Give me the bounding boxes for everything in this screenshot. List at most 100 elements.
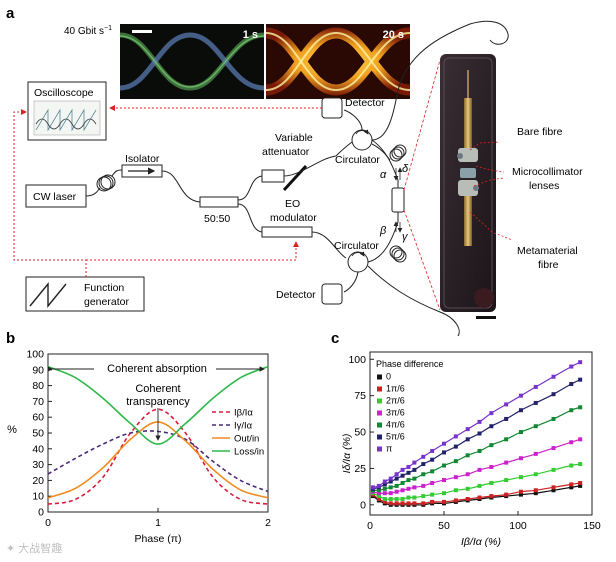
panel-c-data-point bbox=[578, 480, 583, 485]
panel-c-data-point bbox=[533, 400, 538, 405]
panel-c-data-point bbox=[477, 467, 482, 472]
panel-c-data-point bbox=[518, 475, 523, 480]
panel-c-y-axis-label: Iδ/Iα (%) bbox=[341, 434, 353, 474]
panel-c-data-point bbox=[453, 498, 458, 503]
panel-c-data-point bbox=[394, 489, 399, 494]
panel-c-legend-label: 2π/6 bbox=[386, 396, 405, 406]
panel-c-data-point bbox=[465, 453, 470, 458]
splitter-50-50: 50:50 bbox=[199, 196, 239, 225]
panel-c-data-point bbox=[442, 441, 446, 446]
panel-b-y-tick-label: 30 bbox=[32, 459, 44, 471]
panel-c-data-point bbox=[518, 408, 523, 413]
panel-c-data-point bbox=[370, 485, 375, 490]
panel-c-legend-swatch bbox=[377, 386, 382, 392]
panel-c-data-point bbox=[533, 491, 538, 496]
watermark: ✦ 大战智趣 bbox=[6, 541, 62, 555]
panel-c-data-point bbox=[388, 501, 393, 506]
panel-b-y-tick-label: 90 bbox=[32, 364, 44, 376]
panel-c-data-point bbox=[453, 434, 458, 439]
panel-c-y-tick-label: 25 bbox=[354, 463, 366, 475]
panel-c-data-point bbox=[412, 501, 417, 506]
panel-c-legend-label: 5π/6 bbox=[386, 432, 405, 442]
panel-c-data-point bbox=[533, 488, 538, 493]
panel-c-data-point bbox=[551, 374, 556, 379]
panel-c-data-point bbox=[400, 488, 405, 493]
panel-c-data-point bbox=[533, 384, 538, 389]
panel-c-data-point bbox=[430, 457, 435, 462]
panel-c-data-point bbox=[382, 499, 387, 504]
panel-c-data-point bbox=[504, 437, 509, 442]
panel-c-legend-label: 4π/6 bbox=[386, 420, 405, 430]
panel-c-y-tick-label: 100 bbox=[348, 354, 366, 366]
panel-c-data-point bbox=[406, 470, 411, 475]
panel-b-legend-label: Loss/in bbox=[234, 447, 264, 458]
panel-c-data-point bbox=[388, 485, 393, 490]
panel-c-data-point bbox=[442, 499, 446, 504]
panel-b-y-axis-label: % bbox=[7, 424, 17, 436]
panel-c-data-point bbox=[376, 494, 381, 499]
panel-c-data-point bbox=[406, 495, 411, 500]
panel-c-data-point bbox=[504, 460, 509, 465]
panel-c-data-point bbox=[382, 479, 387, 484]
panel-c-data-point bbox=[551, 467, 556, 472]
panel-b-legend-label: Out/in bbox=[234, 434, 259, 445]
panel-c-data-point bbox=[489, 480, 494, 485]
panel-b-legend-label: Iβ/Iα bbox=[234, 408, 253, 419]
panel-c-data-point bbox=[442, 491, 446, 496]
circulator-top: Circulator bbox=[335, 129, 380, 166]
panel-c-data-point bbox=[533, 424, 538, 429]
panel-c-data-point bbox=[477, 419, 482, 424]
panel-c-data-point bbox=[388, 491, 393, 496]
panel-c-data-point bbox=[400, 480, 405, 485]
panel-c-data-point bbox=[578, 377, 583, 382]
panel-c-data-point bbox=[430, 492, 435, 497]
panel-b-x-axis-label: Phase (π) bbox=[135, 533, 182, 545]
metamaterial-label-2: fibre bbox=[538, 259, 559, 271]
panel-c-legend-swatch bbox=[377, 434, 382, 440]
panel-b-y-tick-label: 50 bbox=[32, 428, 44, 440]
panel-b-x-tick-label: 2 bbox=[265, 517, 271, 529]
panel-c-legend-swatch bbox=[377, 398, 382, 404]
panel-c-data-point bbox=[442, 450, 446, 455]
detector-bottom: Detector bbox=[276, 283, 343, 305]
panel-c-legend-title: Phase difference bbox=[376, 359, 443, 369]
bare-fibre-label: Bare fibre bbox=[517, 126, 563, 138]
panel-c-data-point bbox=[489, 411, 494, 416]
panel-c-data-point bbox=[477, 448, 482, 453]
port-delta: δ bbox=[402, 163, 409, 175]
panel-c-legend-label: 1π/6 bbox=[386, 384, 405, 394]
panel-c-data-point bbox=[504, 478, 509, 483]
panel-c-data-point bbox=[465, 427, 470, 432]
eo-modulator-label-2: modulator bbox=[270, 212, 317, 224]
metamaterial-cell: α δ β γ bbox=[379, 163, 409, 243]
port-beta: β bbox=[379, 225, 387, 237]
panel-b-y-tick-label: 0 bbox=[38, 507, 44, 519]
panel-c-data-point bbox=[569, 463, 574, 468]
panel-c-data-point bbox=[518, 430, 523, 435]
panel-c-data-point bbox=[430, 480, 435, 485]
cw-laser-label: CW laser bbox=[33, 191, 77, 203]
panel-c-data-point bbox=[430, 469, 435, 474]
panel-c-data-point bbox=[430, 448, 435, 453]
panel-c-frame bbox=[369, 351, 593, 516]
panel-c-data-point bbox=[421, 472, 426, 477]
panel-c-data-point bbox=[569, 482, 574, 487]
isolator-label: Isolator bbox=[125, 153, 160, 165]
splitter-label: 50:50 bbox=[204, 213, 230, 225]
panel-c-data-point bbox=[382, 486, 387, 491]
microcollimator-label-1: Microcollimator bbox=[512, 166, 583, 178]
panel-c-data-point bbox=[465, 496, 470, 501]
panel-c-data-point bbox=[465, 472, 470, 477]
panel-c-data-point bbox=[400, 467, 405, 472]
function-generator-label-2: generator bbox=[84, 296, 129, 308]
panel-c-legend-label: 0 bbox=[386, 372, 391, 382]
port-gamma: γ bbox=[402, 231, 409, 243]
function-generator: Function generator bbox=[25, 276, 145, 312]
panel-c-data-point bbox=[518, 456, 523, 461]
panel-c-data-point bbox=[412, 495, 417, 500]
detector-top-label: Detector bbox=[345, 97, 385, 109]
panel-c-data-point bbox=[504, 402, 509, 407]
panel-c-data-point bbox=[406, 478, 411, 483]
panel-c-x-tick-label: 150 bbox=[583, 520, 601, 532]
